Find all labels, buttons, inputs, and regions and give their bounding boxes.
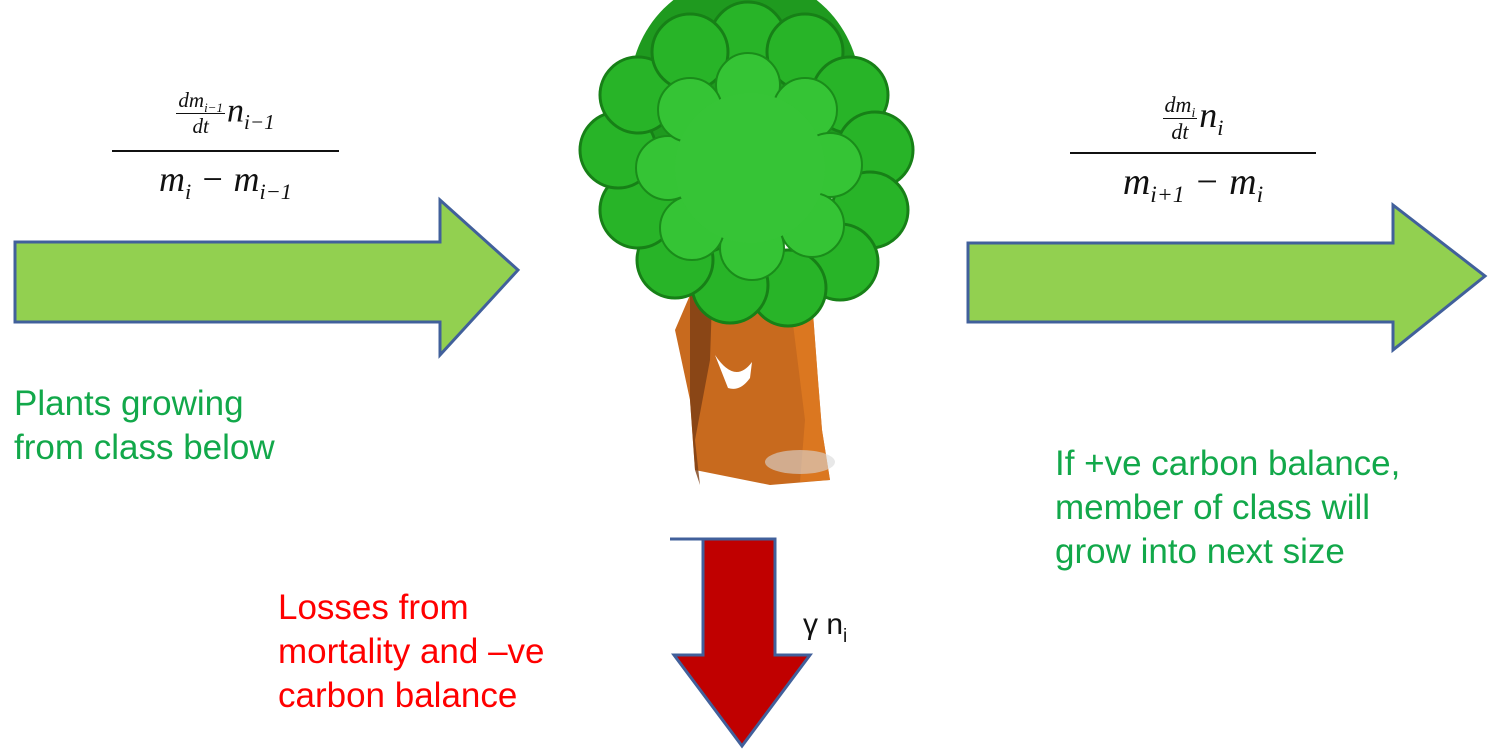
inflow-caption-line: from class below [14, 428, 275, 467]
outflow-formula: dmi dt ni mi+1 − mi [1068, 92, 1318, 208]
loss-caption-line: mortality and –ve [278, 632, 545, 671]
outflow-caption-line: member of class will [1055, 488, 1371, 527]
inflow-formula: dmi−1 dt ni−1 mi − mi−1 [108, 88, 343, 204]
loss-rate-text: γ n [803, 608, 844, 641]
loss-arrow [670, 537, 813, 749]
outflow-caption-line: grow into next size [1055, 532, 1345, 571]
loss-caption-line: carbon balance [278, 676, 518, 715]
loss-rate-subscript: i [843, 626, 848, 647]
inflow-arrow [13, 196, 521, 359]
loss-caption: Losses from mortality and –ve carbon bal… [278, 586, 545, 718]
tree-icon [578, 0, 915, 485]
outflow-caption: If +ve carbon balance, member of class w… [1055, 442, 1400, 574]
inflow-caption-line: Plants growing [14, 384, 244, 423]
outflow-arrow [966, 201, 1488, 354]
loss-caption-line: Losses from [278, 588, 469, 627]
outflow-caption-line: If +ve carbon balance, [1055, 444, 1401, 483]
inflow-caption: Plants growing from class below [14, 382, 275, 470]
loss-rate-label: γ ni [803, 608, 847, 647]
